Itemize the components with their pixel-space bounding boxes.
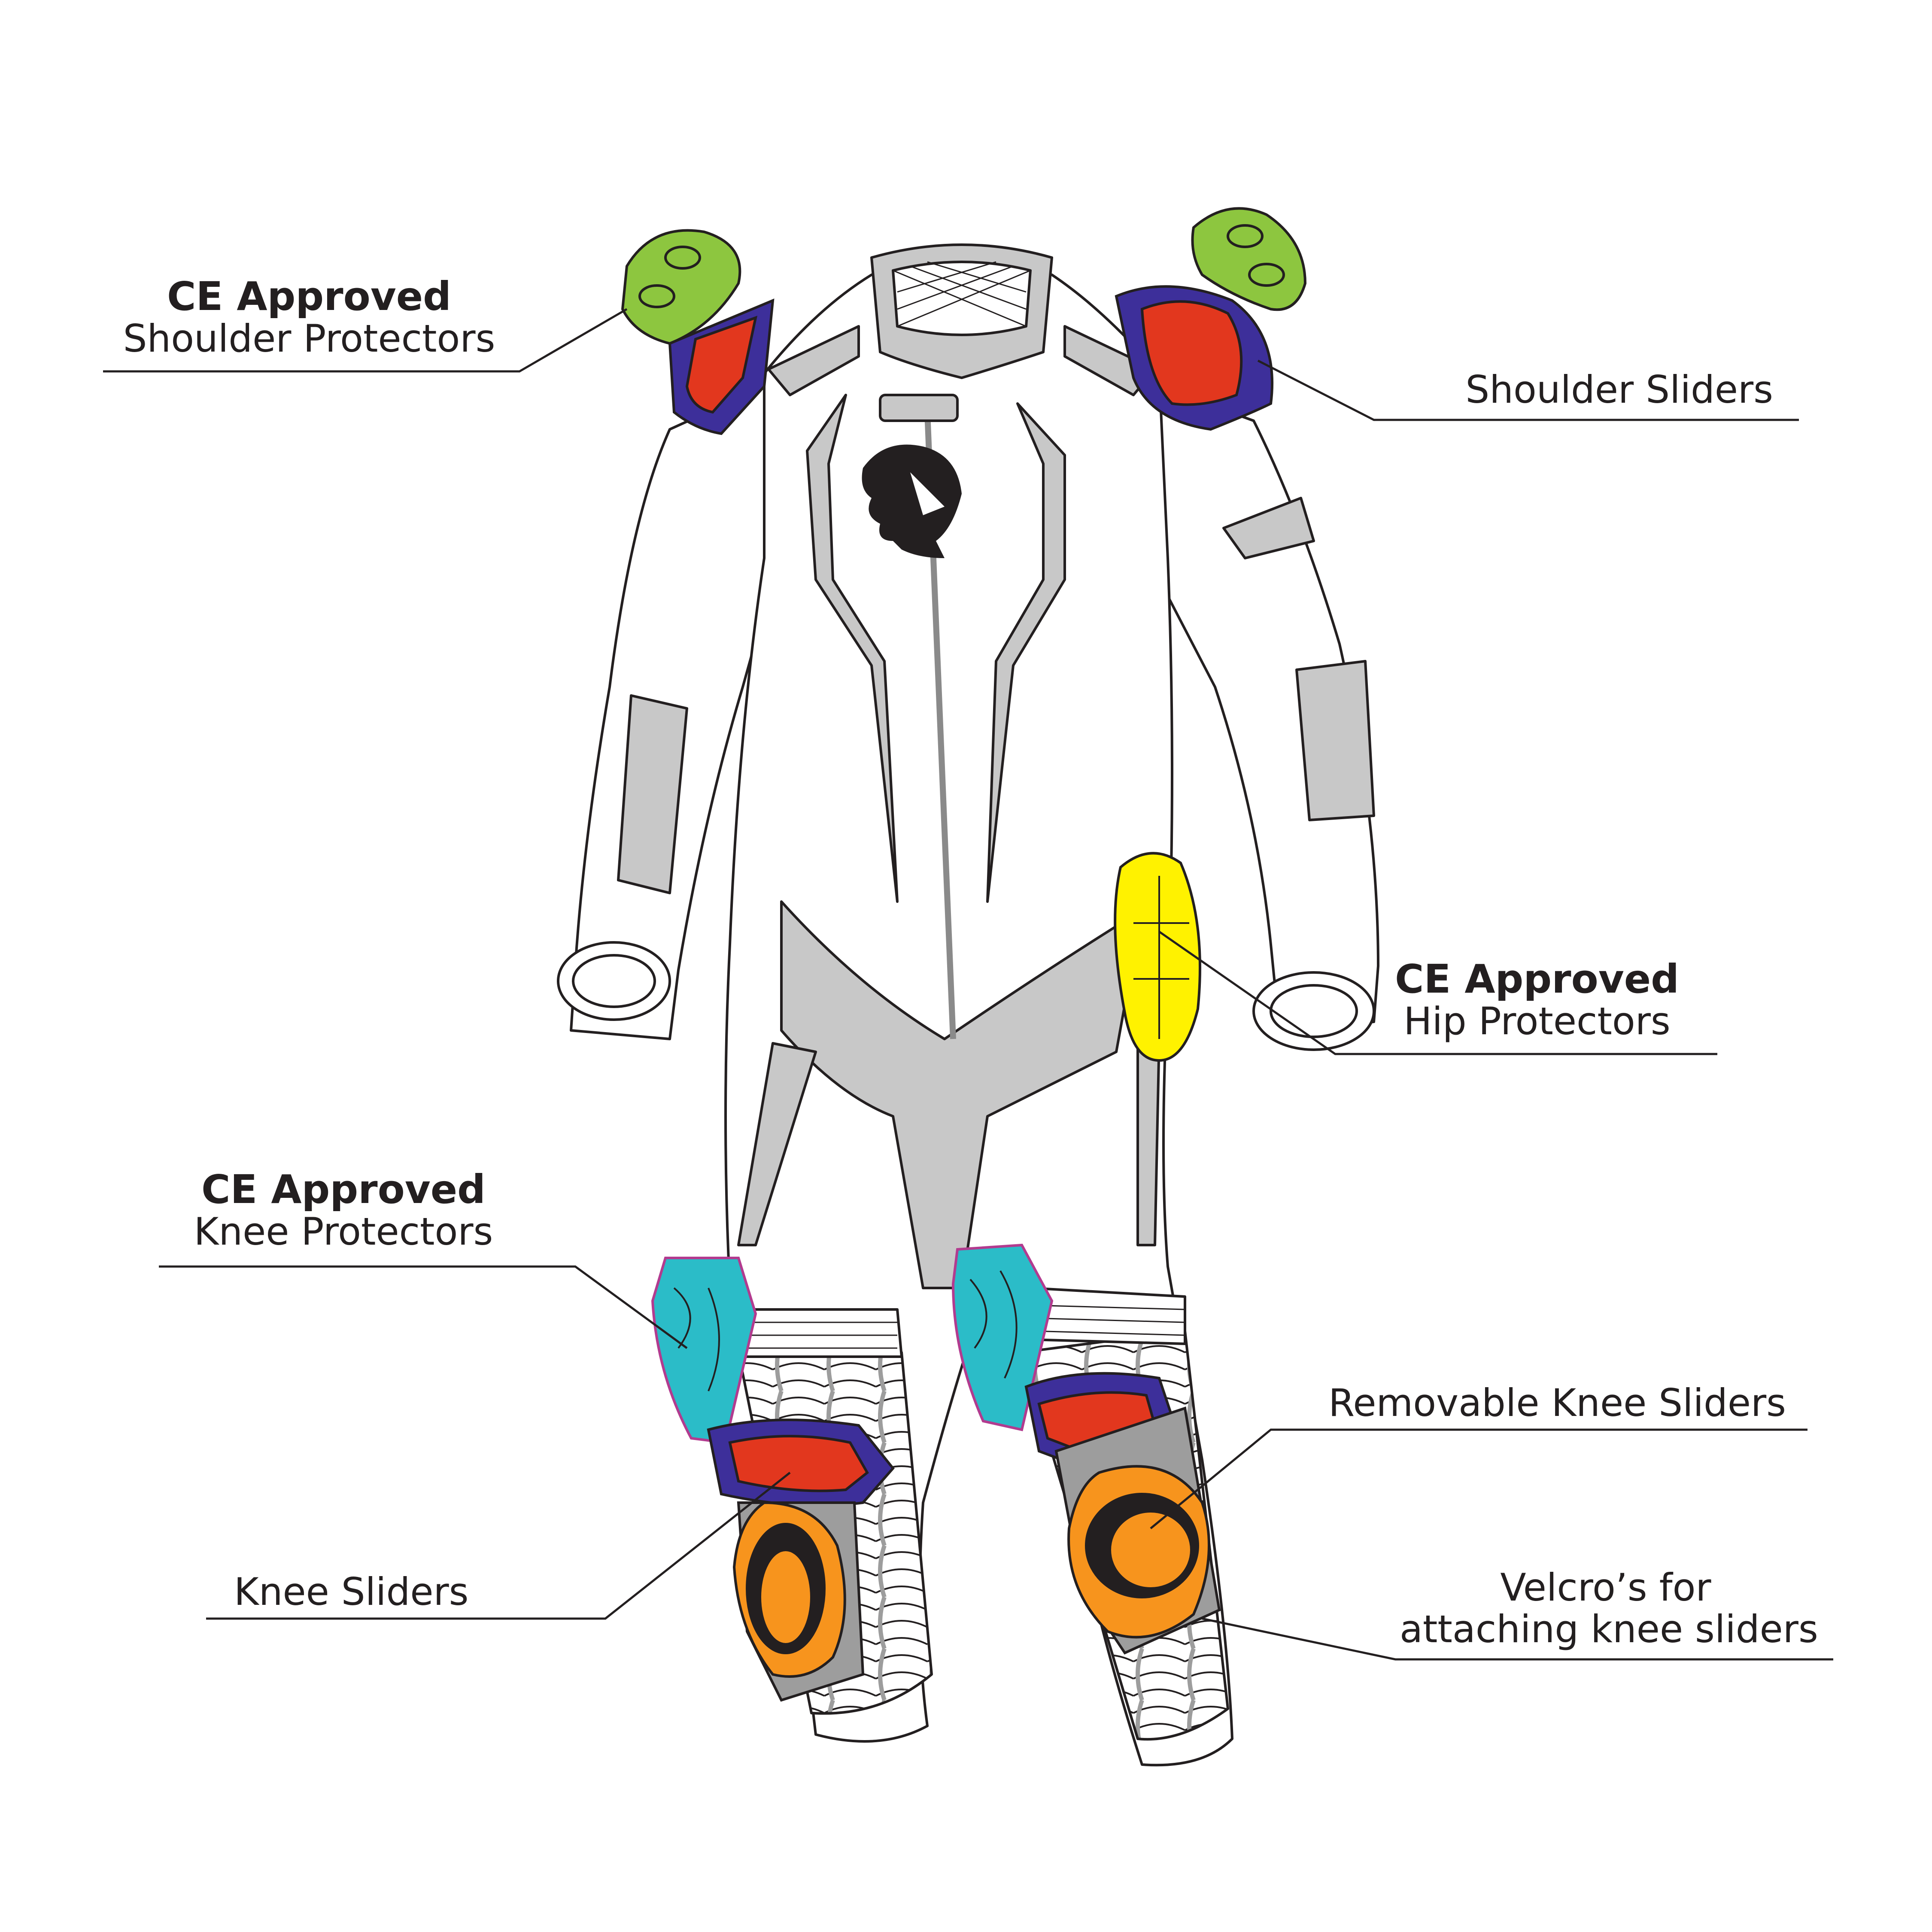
shoulder-slider-left xyxy=(668,298,775,435)
callout-removable-knee-sliders: Removable Knee Sliders xyxy=(1288,1382,1786,1424)
callout-shoulder-protectors: CE Approved Shoulder Protectors xyxy=(120,275,498,360)
velcro-label-line2: attaching knee sliders xyxy=(1400,1607,1818,1651)
callout-hip-protectors: CE Approved Hip Protectors xyxy=(1365,957,1709,1042)
callout-knee-protectors: CE Approved Knee Protectors xyxy=(172,1168,515,1253)
hip-protectors-ce: CE Approved xyxy=(1394,956,1680,1002)
shoulder-protectors-label: Shoulder Protectors xyxy=(123,316,495,361)
hip-protector xyxy=(1114,852,1201,1062)
removable-knee-sliders-label: Removable Knee Sliders xyxy=(1328,1381,1786,1425)
leader-shoulder-protectors xyxy=(103,308,628,373)
brand-logo xyxy=(862,444,962,558)
zipper-pull xyxy=(879,394,959,422)
leader-hip-protectors xyxy=(1158,930,1717,1055)
leader-lines xyxy=(103,308,1833,1661)
leader-removable-knee-sliders xyxy=(1150,1428,1807,1529)
knee-protectors-ce: CE Approved xyxy=(201,1166,486,1212)
leader-knee-sliders xyxy=(206,1472,791,1620)
callout-knee-sliders: Knee Sliders xyxy=(234,1571,535,1613)
shoulder-sliders-label: Shoulder Sliders xyxy=(1465,368,1773,412)
callout-velcro: Velcro’s for attaching knee sliders xyxy=(1400,1565,1818,1651)
suit-body xyxy=(557,243,1379,1767)
knee-slider-left xyxy=(707,1419,895,1507)
velcro-label-line1: Velcro’s for xyxy=(1500,1565,1711,1610)
callout-shoulder-sliders: Shoulder Sliders xyxy=(1417,369,1773,411)
knee-puck-left xyxy=(732,1501,846,1678)
knee-protector-left xyxy=(651,1257,757,1444)
leader-velcro xyxy=(1202,1617,1833,1661)
leader-shoulder-sliders xyxy=(1257,359,1799,421)
knee-protector-right xyxy=(951,1243,1054,1431)
leader-knee-protectors xyxy=(159,1265,688,1349)
shoulder-protectors-ce: CE Approved xyxy=(167,273,452,319)
shoulder-protector-left xyxy=(621,229,741,345)
shoulder-protector-right xyxy=(1191,207,1307,311)
knee-protectors-label: Knee Protectors xyxy=(194,1209,493,1254)
knee-sliders-label: Knee Sliders xyxy=(234,1570,469,1614)
knee-puck-right xyxy=(1067,1465,1210,1639)
shoulder-slider-right xyxy=(1115,285,1274,431)
hip-protectors-label: Hip Protectors xyxy=(1403,999,1671,1044)
